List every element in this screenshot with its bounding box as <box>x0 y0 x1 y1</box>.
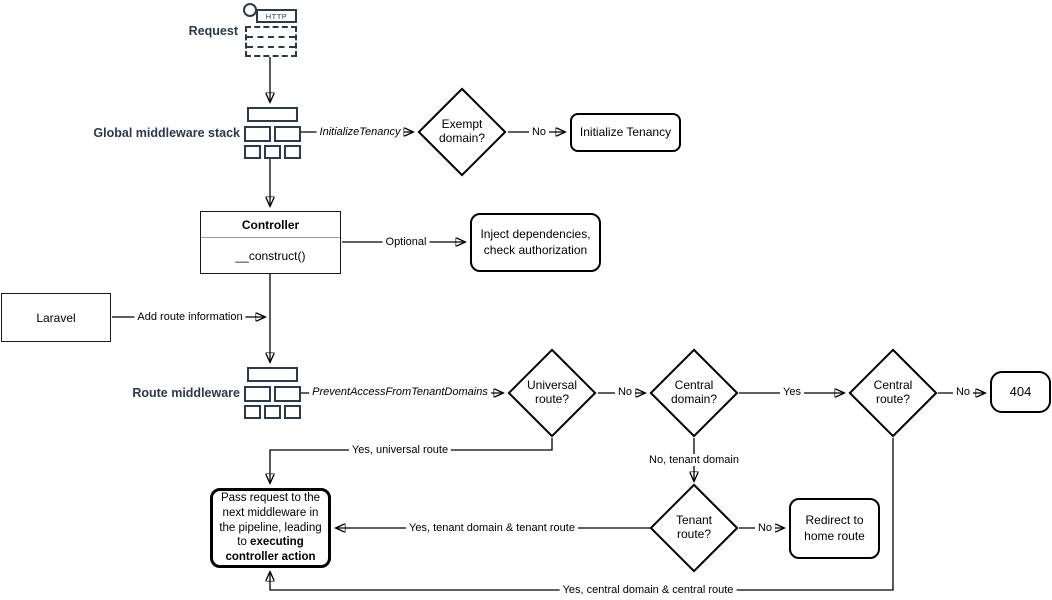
initialize-tenancy-label: Initialize Tenancy <box>579 124 672 139</box>
decision-tenant-route: Tenant route? <box>650 484 738 572</box>
edge-label-central-route-no: No <box>952 386 974 398</box>
redirect-home-label: Redirect to home route <box>804 512 865 543</box>
http-request-icon: HTTP <box>243 3 299 57</box>
inject-dependencies-box: Inject dependencies, check authorization <box>470 213 601 272</box>
edge-label-universal-yes: Yes, universal route <box>348 444 452 456</box>
laravel-label: Laravel <box>36 310 76 325</box>
inject-dependencies-label: Inject dependencies, check authorization <box>480 226 591 257</box>
edge-label-tenant-yes: Yes, tenant domain & tenant route <box>406 522 578 534</box>
request-circle-icon <box>243 3 257 17</box>
edge-label-exempt-no: No <box>528 126 550 138</box>
route-middleware-label: Route middleware <box>132 386 240 400</box>
controller-divider <box>201 237 340 238</box>
edge-label-tenant-no: No <box>754 522 776 534</box>
decision-central-domain-label: Central domain? <box>670 378 718 406</box>
edge-label-optional: Optional <box>382 236 430 248</box>
laravel-box: Laravel <box>1 293 111 342</box>
decision-universal-route: Universal route? <box>508 349 596 437</box>
edge-label-central-route-yes: Yes, central domain & central route <box>559 584 737 596</box>
decision-tenant-route-label: Tenant route? <box>675 513 713 541</box>
route-middleware-stack-icon <box>244 367 301 419</box>
decision-exempt-domain: Exempt domain? <box>418 88 506 176</box>
edge-label-central-domain-no: No, tenant domain <box>646 454 742 466</box>
request-label: Request <box>188 24 238 38</box>
controller-title: Controller <box>241 217 300 232</box>
decision-universal-route-label: Universal route? <box>526 378 577 406</box>
decision-central-route: Central route? <box>849 349 937 437</box>
edge-label-initialize-tenancy-middleware: InitializeTenancy <box>316 126 404 138</box>
pass-request-emphasis: executing controller action <box>225 536 316 564</box>
request-body-icon <box>245 26 297 57</box>
http-badge: HTTP <box>256 9 297 23</box>
pass-request-label: Pass request to the next middleware in t… <box>219 492 322 564</box>
global-middleware-stack-label: Global middleware stack <box>93 126 240 140</box>
redirect-home-box: Redirect to home route <box>789 498 880 559</box>
controller-method: __construct() <box>235 248 306 263</box>
edge-label-prevent-access-middleware: PreventAccessFromTenantDomains <box>309 386 491 398</box>
global-middleware-stack-icon <box>244 107 301 159</box>
edge-label-add-route-information: Add route information <box>134 311 246 323</box>
edge-label-central-domain-yes: Yes <box>780 386 804 398</box>
decision-central-route-label: Central route? <box>873 378 913 406</box>
edge-label-universal-no: No <box>614 386 636 398</box>
decision-exempt-domain-label: Exempt domain? <box>438 117 486 145</box>
decision-central-domain: Central domain? <box>650 349 738 437</box>
initialize-tenancy-box: Initialize Tenancy <box>570 113 681 152</box>
pass-request-box: Pass request to the next middleware in t… <box>210 488 331 568</box>
not-found-box: 404 <box>990 371 1051 413</box>
not-found-label: 404 <box>1009 383 1032 399</box>
controller-box: Controller __construct() <box>200 211 341 274</box>
